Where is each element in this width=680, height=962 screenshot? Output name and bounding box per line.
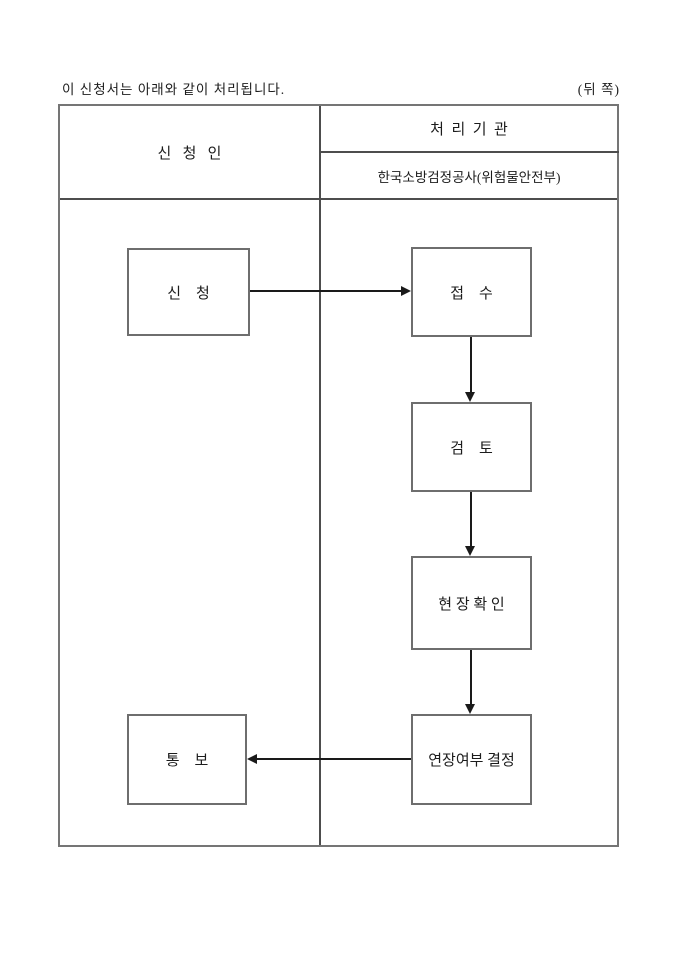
arrow-receive-to-review bbox=[470, 337, 472, 392]
arrowhead-down-icon bbox=[465, 704, 475, 714]
agency-name-cell: 한국소방검정공사(위험물안전부) bbox=[377, 169, 561, 185]
arrow-apply-to-receive bbox=[250, 290, 401, 292]
intro-text: 이 신청서는 아래와 같이 처리됩니다. bbox=[62, 82, 286, 97]
flow-box-review: 검 토 bbox=[411, 402, 532, 492]
flow-box-notify: 통 보 bbox=[127, 714, 247, 805]
page-side-note: (뒤 쪽) bbox=[577, 82, 620, 97]
agency-header-cell: 처 리 기 관 bbox=[430, 122, 508, 138]
applicant-header-cell: 신 청 인 bbox=[157, 145, 222, 162]
arrowhead-down-icon bbox=[465, 392, 475, 402]
arrowhead-down-icon bbox=[465, 546, 475, 556]
flow-box-decision: 연장여부 결정 bbox=[411, 714, 532, 805]
agency-header-divider bbox=[319, 151, 619, 153]
flow-box-site-check: 현 장 확 인 bbox=[411, 556, 532, 650]
arrow-decision-to-notify bbox=[257, 758, 411, 760]
process-table: 신 청 인 처 리 기 관 한국소방검정공사(위험물안전부) 신 청 접 수 검… bbox=[58, 104, 619, 847]
intro-line: 이 신청서는 아래와 같이 처리됩니다. (뒤 쪽) bbox=[62, 78, 620, 98]
flow-box-receive: 접 수 bbox=[411, 247, 532, 337]
flow-box-apply: 신 청 bbox=[127, 248, 250, 336]
table-header-divider bbox=[60, 198, 617, 200]
arrow-site-check-to-decision bbox=[470, 650, 472, 704]
arrowhead-left-icon bbox=[247, 754, 257, 764]
arrow-review-to-site-check bbox=[470, 492, 472, 546]
table-vertical-divider bbox=[319, 106, 321, 845]
arrowhead-right-icon bbox=[401, 286, 411, 296]
